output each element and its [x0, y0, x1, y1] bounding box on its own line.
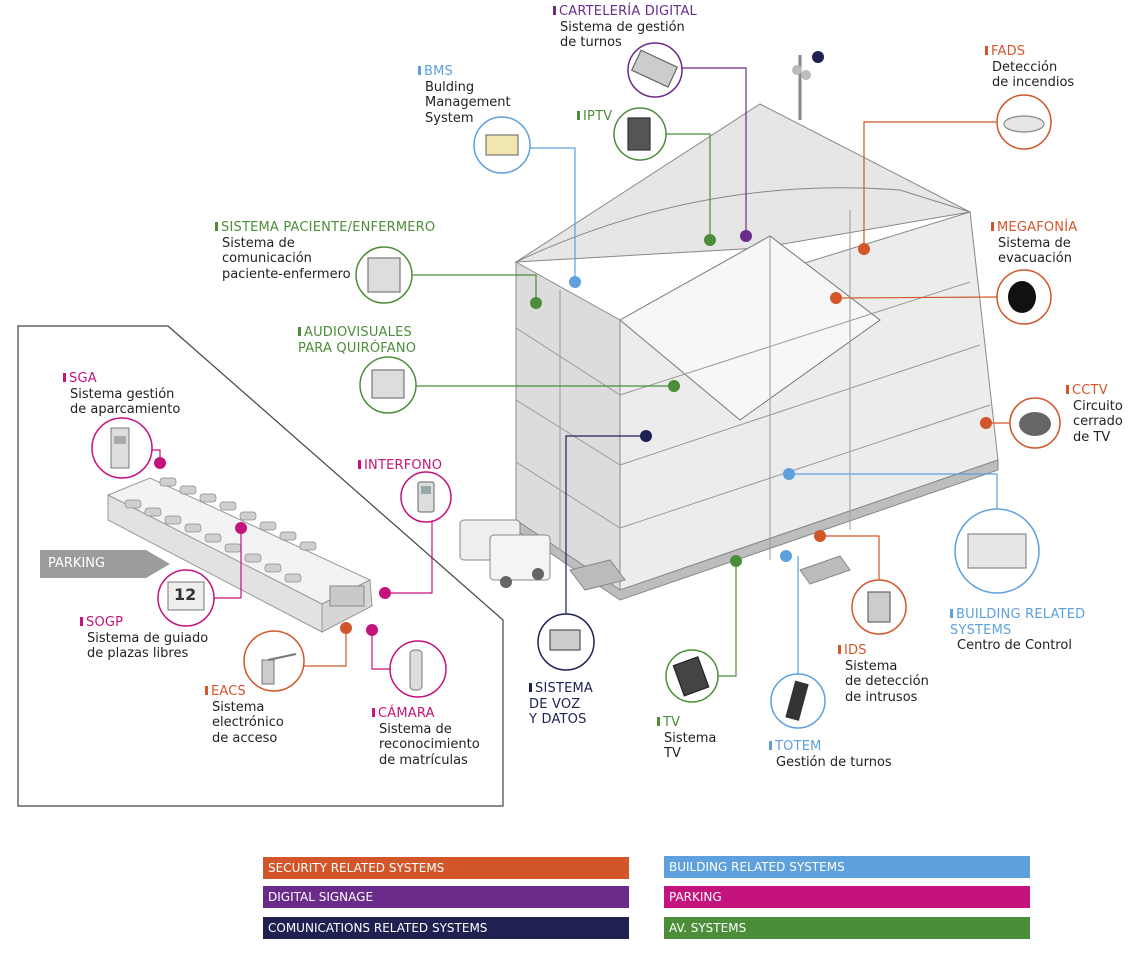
label-voz-title: SISTEMA DE VOZ Y DATOS [529, 681, 594, 727]
label-megafonia: MEGAFONÍA Sistema de evacuación [991, 220, 1077, 267]
label-voz: SISTEMA DE VOZ Y DATOS [529, 681, 593, 728]
label-iptv-title: IPTV [577, 109, 612, 125]
legend-security-label: SECURITY RELATED SYSTEMS [268, 861, 445, 875]
label-audiovisuales: AUDIOVISUALES PARA QUIRÓFANO [298, 325, 416, 356]
label-cctv-desc: Circuito cerrado de TV [1073, 398, 1123, 445]
label-paciente-title: SISTEMA PACIENTE/ENFERMERO [215, 220, 435, 236]
label-bms-title: BMS [418, 64, 511, 80]
label-tv: TV Sistema TV [657, 715, 716, 762]
legend-communications: COMUNICATIONS RELATED SYSTEMS [263, 917, 629, 939]
hospital-building [459, 51, 999, 601]
legend-av-label: AV. SYSTEMS [669, 921, 747, 935]
label-carteleria: CARTELERÍA DIGITAL Sistema de gestión de… [553, 4, 697, 51]
label-fads-title: FADS [985, 44, 1074, 60]
label-eacs: EACS Sistema electrónico de acceso [205, 684, 284, 746]
label-tv-title: TV [657, 715, 716, 731]
legend-communications-label: COMUNICATIONS RELATED SYSTEMS [268, 921, 488, 935]
label-interfono: INTERFONO [358, 458, 442, 474]
label-carteleria-desc: Sistema de gestión de turnos [560, 19, 685, 51]
label-cctv-title: CCTV [1066, 383, 1123, 399]
legend-av: AV. SYSTEMS [664, 917, 1030, 939]
label-totem: TOTEM Gestión de turnos [769, 739, 892, 770]
label-eacs-title: EACS [205, 684, 284, 700]
legend-parking: PARKING [664, 886, 1030, 908]
legend-digital-signage-label: DIGITAL SIGNAGE [268, 890, 374, 904]
label-sga-title: SGA [63, 371, 180, 387]
label-tv-desc: Sistema TV [664, 730, 717, 762]
label-paciente-desc: Sistema de comunicación paciente-enferme… [222, 235, 351, 282]
label-sga-desc: Sistema gestión de aparcamiento [70, 386, 181, 418]
legend-parking-label: PARKING [669, 890, 722, 904]
label-megafonia-title: MEGAFONÍA [991, 220, 1077, 236]
label-camara-desc: Sistema de reconocimiento de matrículas [379, 721, 480, 768]
label-ids-desc: Sistema de detección de intrusos [845, 658, 929, 705]
label-sga: SGA Sistema gestión de aparcamiento [63, 371, 180, 418]
label-ids: IDS Sistema de detección de intrusos [838, 643, 929, 705]
parking-slot-number: 12 [174, 585, 197, 604]
legend-building-label: BUILDING RELATED SYSTEMS [669, 860, 845, 874]
label-cctv: CCTV Circuito cerrado de TV [1066, 383, 1123, 445]
label-megafonia-desc: Sistema de evacuación [998, 235, 1072, 267]
label-brs-desc: Centro de Control [957, 638, 1072, 653]
label-camara-title: CÁMARA [372, 706, 480, 722]
label-carteleria-title: CARTELERÍA DIGITAL [553, 4, 697, 20]
label-bms: BMS Bulding Management System [418, 64, 511, 126]
ambulance [459, 519, 551, 588]
label-eacs-desc: Sistema electrónico de acceso [212, 699, 284, 746]
label-brs-title: BUILDING RELATED SYSTEMS [950, 607, 1086, 638]
label-brs: BUILDING RELATED SYSTEMS Centro de Contr… [950, 607, 1085, 654]
label-sogp: SOGP Sistema de guiado de plazas libres [80, 615, 208, 662]
label-bms-desc: Bulding Management System [425, 79, 511, 126]
label-iptv: IPTV [577, 109, 612, 125]
legend-building: BUILDING RELATED SYSTEMS [664, 856, 1030, 878]
label-ids-title: IDS [838, 643, 929, 659]
label-fads-desc: Detección de incendios [992, 59, 1075, 91]
parking-sign: PARKING [48, 556, 106, 571]
legend-digital-signage: DIGITAL SIGNAGE [263, 886, 629, 908]
parking-panel [17, 325, 504, 807]
label-sogp-title: SOGP [80, 615, 208, 631]
label-totem-desc: Gestión de turnos [776, 754, 892, 770]
label-fads: FADS Detección de incendios [985, 44, 1074, 91]
label-interfono-title: INTERFONO [358, 458, 442, 474]
legend-security: SECURITY RELATED SYSTEMS [263, 857, 629, 879]
label-camara: CÁMARA Sistema de reconocimiento de matr… [372, 706, 480, 768]
label-paciente: SISTEMA PACIENTE/ENFERMERO Sistema de co… [215, 220, 435, 282]
label-totem-title: TOTEM [769, 739, 892, 755]
label-audiovisuales-title: AUDIOVISUALES PARA QUIRÓFANO [298, 325, 417, 356]
label-sogp-desc: Sistema de guiado de plazas libres [87, 630, 209, 662]
